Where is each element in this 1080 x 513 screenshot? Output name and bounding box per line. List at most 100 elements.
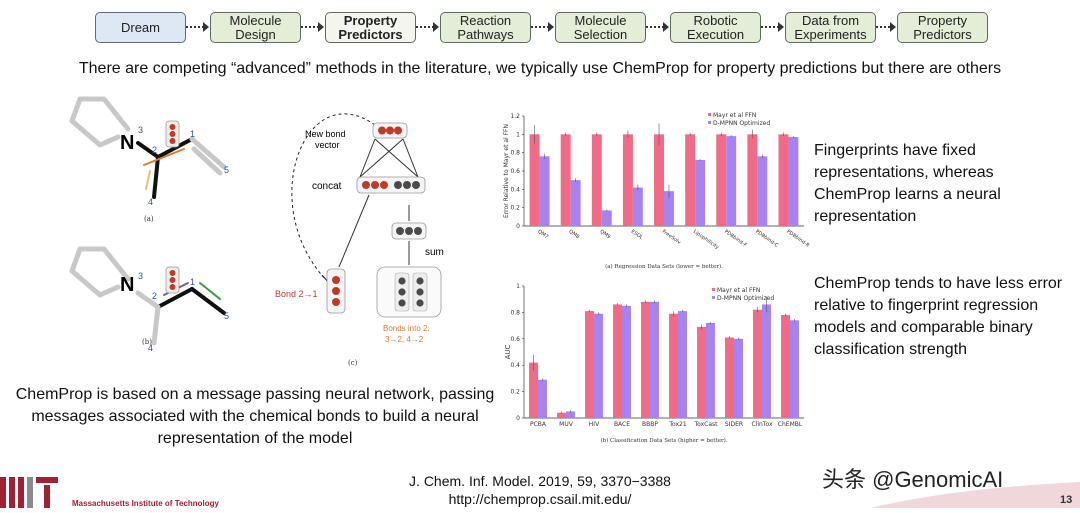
bar: [726, 136, 737, 226]
atom-num-4: 4: [148, 197, 153, 207]
workflow-step-label: Reaction Pathways: [457, 12, 514, 42]
bar: [716, 134, 727, 226]
x-tick-label: PCBA: [530, 421, 547, 428]
workflow-step-data-from-experiments[interactable]: Data from Experiments: [785, 12, 876, 43]
vector-dot: [398, 288, 406, 296]
reference-url[interactable]: http://chemprop.csail.mit.edu/: [448, 491, 632, 507]
workflow-connector: [416, 26, 434, 28]
atom-num-1: 1: [190, 129, 195, 139]
workflow-step-reaction-pathways[interactable]: Reaction Pathways: [440, 12, 531, 43]
reference: J. Chem. Inf. Model. 2019, 59, 3370−3388…: [330, 472, 750, 508]
bar: [669, 313, 678, 418]
bar: [654, 134, 664, 226]
error-comparison-text: ChemProp tends to have less error relati…: [814, 275, 1063, 358]
workflow-step-property-predictors-final[interactable]: Property Predictors: [897, 12, 988, 43]
x-tick-label: PDBbind-R: [785, 229, 811, 249]
bar: [790, 320, 799, 418]
bar: [695, 160, 706, 226]
bar: [566, 411, 575, 418]
workflow-step-property-predictors[interactable]: Property Predictors: [325, 12, 416, 43]
logo-bar-icon: [18, 477, 24, 508]
bond-c2-c1: [156, 137, 194, 159]
vector-dot: [169, 131, 176, 137]
y-tick-label: 0.8: [510, 150, 520, 157]
workflow-step-molecule-design[interactable]: Molecule Design: [210, 12, 301, 43]
vector-dot: [398, 277, 406, 285]
workflow-arrow-icon: [318, 22, 324, 32]
workflow-connector: [646, 26, 664, 28]
workflow-step-molecule-selection[interactable]: Molecule Selection: [555, 12, 646, 43]
watermark: 头条 @GenomicAI: [822, 467, 1004, 492]
chemprop-caption: ChemProp is based on a message passing n…: [15, 386, 495, 447]
vector-dot: [405, 227, 413, 235]
workflow-connector: [301, 26, 319, 28]
bond-n-c2-b: [135, 290, 161, 310]
bar: [664, 191, 674, 226]
bond-c2-c4-b: [151, 304, 161, 346]
x-tick-label: QM7: [536, 229, 549, 240]
workflow-step-label: Robotic Execution: [686, 12, 745, 42]
label-bond21: Bond 2→1: [275, 289, 318, 299]
vector-dot: [169, 124, 176, 130]
chart-caption: (a) Regression Data Sets (lower = better…: [605, 263, 723, 270]
vector-dot: [403, 181, 411, 189]
y-tick-label: 0: [516, 415, 520, 422]
bond-n-c2: [136, 141, 160, 159]
workflow-step-dream[interactable]: Dream: [95, 12, 186, 43]
logo-bar-icon: [0, 477, 6, 508]
workflow-step-label: Molecule Selection: [573, 12, 628, 42]
bond-c2-c1-b: [156, 287, 194, 309]
y-tick-label: 1: [516, 131, 520, 138]
vector-dot: [332, 276, 340, 284]
logo-bar-icon: [44, 485, 50, 508]
x-tick-label: ESOL: [630, 229, 644, 242]
bond-c1-c5-double: [191, 146, 223, 176]
arrow-bond-to-concat: [338, 194, 370, 268]
reference-journal: J. Chem. Inf. Model. 2019, 59, 3370−3388: [409, 473, 671, 489]
bond-c1-c5-b: [190, 287, 226, 315]
bar: [747, 134, 758, 226]
bar: [788, 137, 799, 226]
x-tick-label: PDBbind-F: [723, 229, 748, 249]
vector-dot: [386, 126, 394, 135]
bar: [678, 311, 687, 418]
x-tick-label: QM9: [599, 229, 612, 240]
atom-num-5: 5: [224, 165, 229, 175]
swoosh-shape: [870, 482, 1080, 508]
logo-bar-icon: [27, 477, 33, 508]
bar: [697, 326, 706, 418]
slide-subtitle: There are competing “advanced” methods i…: [78, 60, 1002, 77]
bar: [601, 210, 612, 226]
vector-dot: [169, 138, 176, 144]
page-number: 13: [1060, 494, 1073, 506]
workflow-arrow-icon: [548, 22, 554, 32]
y-tick-label: 0.4: [510, 186, 520, 193]
nn-edge: [402, 138, 419, 178]
vector-dot: [380, 181, 388, 189]
vector-dot: [394, 181, 402, 189]
y-axis-label: AUC: [504, 344, 512, 359]
workflow-arrow-icon: [890, 22, 896, 32]
bar: [778, 134, 789, 226]
bar: [622, 134, 633, 226]
bar: [725, 337, 734, 418]
atom-n: N: [120, 132, 134, 154]
x-tick-label: QM8: [568, 229, 581, 240]
atom-num-2-b: 2: [152, 291, 157, 301]
bond-c2-c4: [152, 155, 160, 199]
bar: [585, 311, 594, 418]
vector-dot: [332, 287, 340, 295]
atom-num-3-b: 3: [138, 271, 143, 281]
workflow-step-robotic-execution[interactable]: Robotic Execution: [670, 12, 761, 43]
ring-bonds: [69, 96, 131, 148]
bar: [591, 134, 602, 226]
x-tick-label: MUV: [559, 421, 574, 428]
legend-swatch: [712, 296, 715, 299]
concat-vector-box: [356, 176, 426, 194]
legend-label: D-MPNN Optimized: [717, 295, 774, 302]
bar: [613, 304, 622, 418]
workflow-connector: [531, 26, 549, 28]
nn-edge: [359, 138, 404, 178]
mpnn-diagram: New bond vector concat sum Bond 2→1 Bond…: [275, 113, 444, 367]
